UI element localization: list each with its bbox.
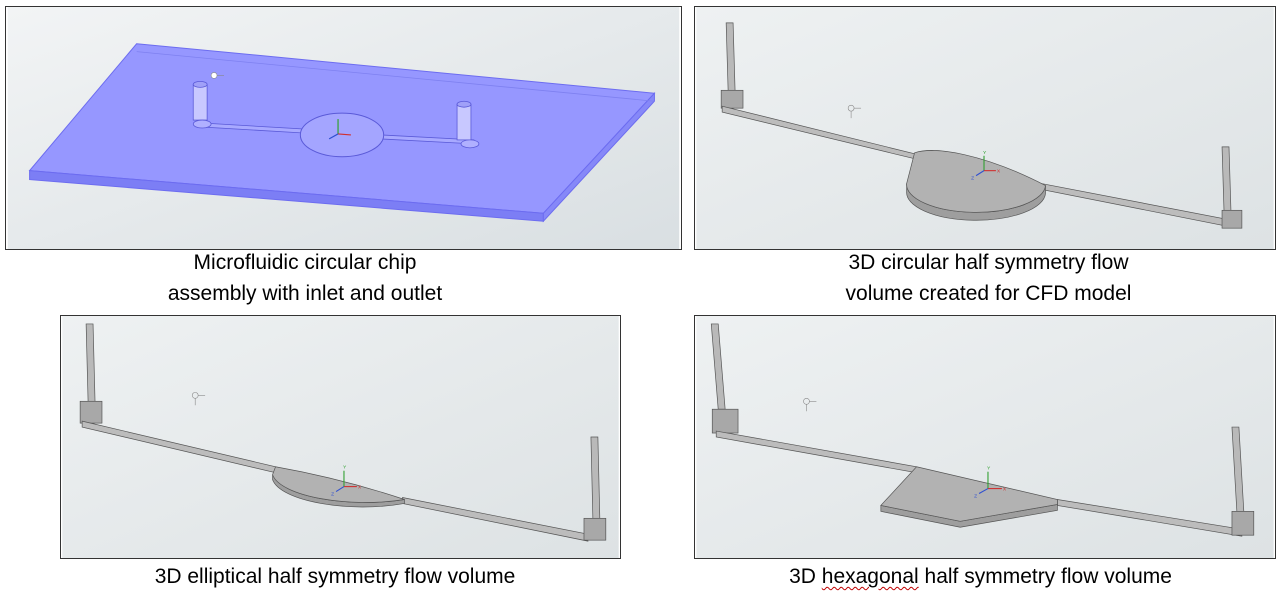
circular-volume-render: Y X Z [696, 7, 1274, 249]
outlet-pillar [583, 436, 607, 541]
inlet-port [192, 80, 212, 129]
circular-chamber [299, 112, 385, 158]
caption-elliptical-volume: 3D elliptical half symmetry flow volume [35, 561, 635, 592]
panel-hexagonal-volume: Y X Z [694, 315, 1276, 559]
light-marker-icon [847, 104, 862, 119]
chip-assembly-render [7, 7, 680, 249]
elliptical-half-chamber [272, 466, 405, 508]
inlet-pillar [720, 22, 744, 109]
panel-circular-volume: Y X Z [694, 6, 1276, 250]
axis-z-label: Z [974, 494, 977, 500]
caption-line: 3D circular half symmetry flow [848, 251, 1129, 274]
caption-line: Microfluidic circular chip [193, 251, 417, 274]
axis-x-label: X [358, 485, 362, 491]
panel-chip-assembly [5, 6, 682, 250]
hexagonal-half-chamber [880, 466, 1058, 528]
caption-line: volume created for CFD model [845, 282, 1132, 305]
elliptical-volume-render: Y X Z [62, 316, 619, 558]
caption-part-spellcheck: hexagonal [821, 565, 919, 588]
axis-triad-icon: Y X Z [331, 465, 362, 498]
outlet-port [456, 100, 480, 149]
caption-line: 3D elliptical half symmetry flow volume [154, 565, 516, 588]
caption-line: assembly with inlet and outlet [167, 282, 443, 305]
axis-y-label: Y [983, 150, 987, 156]
axis-y-label: Y [343, 465, 347, 471]
axis-x-label: X [1003, 487, 1007, 493]
outlet-pillar [1231, 426, 1255, 536]
axis-triad-icon: Y X Z [974, 466, 1007, 500]
inlet-pillar [79, 323, 103, 424]
axis-y-label: Y [987, 466, 991, 472]
caption-part: half symmetry flow volume [918, 565, 1172, 588]
axis-triad-icon [328, 119, 351, 140]
caption-chip-assembly: Microfluidic circular chip assembly with… [5, 247, 605, 309]
light-marker-icon [191, 392, 206, 406]
circular-half-chamber [906, 150, 1046, 221]
panel-elliptical-volume: Y X Z [60, 315, 621, 559]
axis-z-label: Z [971, 176, 974, 182]
light-marker-icon [210, 72, 224, 79]
inlet-pillar [710, 323, 739, 434]
caption-circular-volume: 3D circular half symmetry flow volume cr… [694, 247, 1283, 309]
axis-triad-icon: Y X Z [971, 150, 1001, 182]
caption-part: 3D [789, 565, 822, 588]
light-marker-icon [803, 398, 817, 412]
caption-hexagonal-volume: 3D hexagonal half symmetry flow volume [685, 561, 1276, 592]
axis-z-label: Z [331, 492, 334, 498]
outlet-pillar [1221, 146, 1243, 229]
hexagonal-volume-render: Y X Z [696, 316, 1274, 558]
axis-x-label: X [997, 169, 1001, 175]
